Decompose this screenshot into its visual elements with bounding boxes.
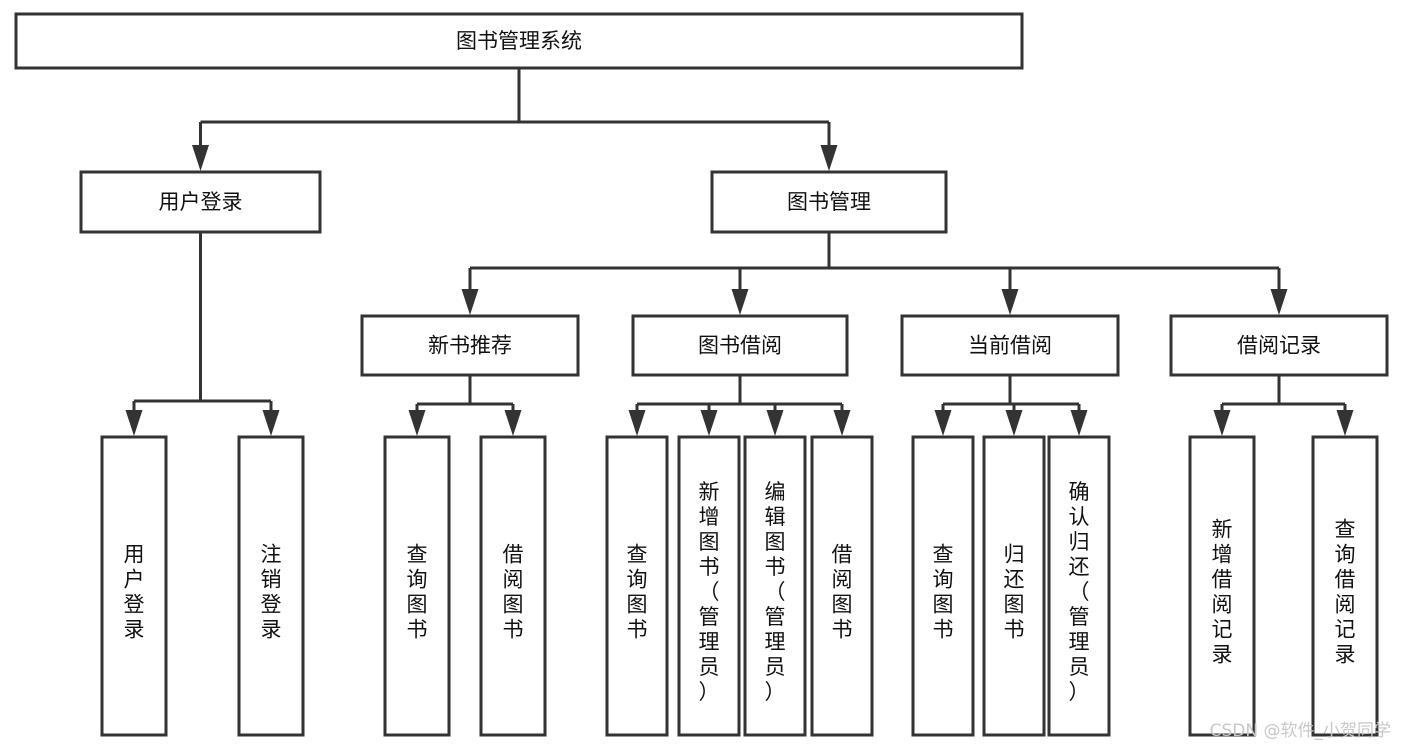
node-label: 图书管理系统	[456, 29, 582, 53]
node-label: 当前借阅	[968, 334, 1052, 358]
arrow-head-icon	[820, 145, 838, 171]
node-leaf-return-book[interactable]: 归还图书	[982, 435, 1046, 737]
arrow-head-icon	[766, 410, 784, 436]
node-leaf-query-book-borrow[interactable]: 查询图书	[605, 435, 669, 737]
node-label: 查询图书	[407, 543, 428, 642]
node-box	[237, 435, 305, 737]
arrow-head-icon	[700, 410, 718, 436]
arrow-head-icon	[1213, 410, 1231, 436]
node-label: 查询图书	[933, 543, 954, 642]
arrow-head-icon	[1005, 410, 1023, 436]
node-box	[900, 314, 1120, 377]
node-leaf-add-record[interactable]: 新增借阅记录	[1188, 435, 1256, 737]
node-box	[100, 435, 168, 737]
node-label: 新书推荐	[428, 334, 512, 358]
node-leaf-confirm-return[interactable]: 确认归还（管理员）	[1047, 435, 1111, 737]
node-box	[1188, 435, 1256, 737]
watermark: CSDN @软件_小贺同学	[1209, 721, 1391, 741]
arrow-head-icon	[1270, 289, 1288, 315]
node-box	[1169, 314, 1389, 377]
node-layer: 图书管理系统用户登录图书管理新书推荐图书借阅当前借阅借阅记录用户登录注销登录查询…	[14, 12, 1389, 737]
node-leaf-borrow-book[interactable]: 借阅图书	[810, 435, 874, 737]
arrow-head-icon	[1001, 289, 1019, 315]
connector-layer	[125, 68, 1354, 436]
node-leaf-query-book-cur[interactable]: 查询图书	[911, 435, 975, 737]
node-label: 新增借阅记录	[1212, 518, 1233, 667]
node-leaf-add-book[interactable]: 新增图书（管理员）	[677, 435, 741, 737]
node-current-borrow[interactable]: 当前借阅	[900, 314, 1120, 377]
node-box	[743, 435, 807, 737]
node-box	[911, 435, 975, 737]
node-label: 借阅图书	[832, 543, 853, 642]
node-label: 图书借阅	[698, 334, 782, 358]
node-box	[14, 12, 1024, 70]
arrow-head-icon	[731, 289, 749, 315]
node-box	[677, 435, 741, 737]
node-label: 注销登录	[261, 543, 282, 642]
arrow-head-icon	[125, 410, 143, 436]
node-user-login[interactable]: 用户登录	[79, 170, 322, 234]
node-label: 查询借阅记录	[1335, 518, 1356, 667]
node-leaf-query-book-rec[interactable]: 查询图书	[383, 435, 451, 737]
arrow-head-icon	[833, 410, 851, 436]
node-box	[631, 314, 849, 377]
node-leaf-logout[interactable]: 注销登录	[237, 435, 305, 737]
arrow-head-icon	[504, 410, 522, 436]
node-label: 借阅图书	[503, 543, 524, 642]
node-leaf-borrow-book-rec[interactable]: 借阅图书	[479, 435, 547, 737]
node-new-book-rec[interactable]: 新书推荐	[360, 314, 580, 377]
arrow-head-icon	[628, 410, 646, 436]
node-box	[1047, 435, 1111, 737]
node-box	[383, 435, 451, 737]
node-label: 用户登录	[159, 190, 243, 214]
node-label: 图书管理	[787, 190, 871, 214]
node-box	[710, 170, 948, 234]
node-root[interactable]: 图书管理系统	[14, 12, 1024, 70]
node-box	[79, 170, 322, 234]
node-box	[982, 435, 1046, 737]
node-box	[810, 435, 874, 737]
node-book-borrow[interactable]: 图书借阅	[631, 314, 849, 377]
node-leaf-edit-book[interactable]: 编辑图书（管理员）	[743, 435, 807, 737]
arrow-head-icon	[934, 410, 952, 436]
arrow-head-icon	[262, 410, 280, 436]
arrow-head-icon	[1070, 410, 1088, 436]
node-book-manage[interactable]: 图书管理	[710, 170, 948, 234]
node-label: 借阅记录	[1237, 334, 1321, 358]
node-leaf-user-login[interactable]: 用户登录	[100, 435, 168, 737]
node-borrow-record[interactable]: 借阅记录	[1169, 314, 1389, 377]
arrow-head-icon	[1336, 410, 1354, 436]
arrow-head-icon	[461, 289, 479, 315]
node-label: 新增图书（管理员）	[699, 480, 720, 704]
node-label: 归还图书	[1004, 543, 1025, 642]
node-box	[479, 435, 547, 737]
arrow-head-icon	[192, 145, 209, 171]
node-box	[1311, 435, 1379, 737]
node-leaf-query-record[interactable]: 查询借阅记录	[1311, 435, 1379, 737]
node-box	[605, 435, 669, 737]
node-label: 查询图书	[627, 543, 648, 642]
node-label: 确认归还（管理员）	[1069, 480, 1090, 704]
node-label: 编辑图书（管理员）	[765, 480, 786, 704]
node-label: 用户登录	[124, 543, 145, 642]
node-box	[360, 314, 580, 377]
arrow-head-icon	[408, 410, 426, 436]
